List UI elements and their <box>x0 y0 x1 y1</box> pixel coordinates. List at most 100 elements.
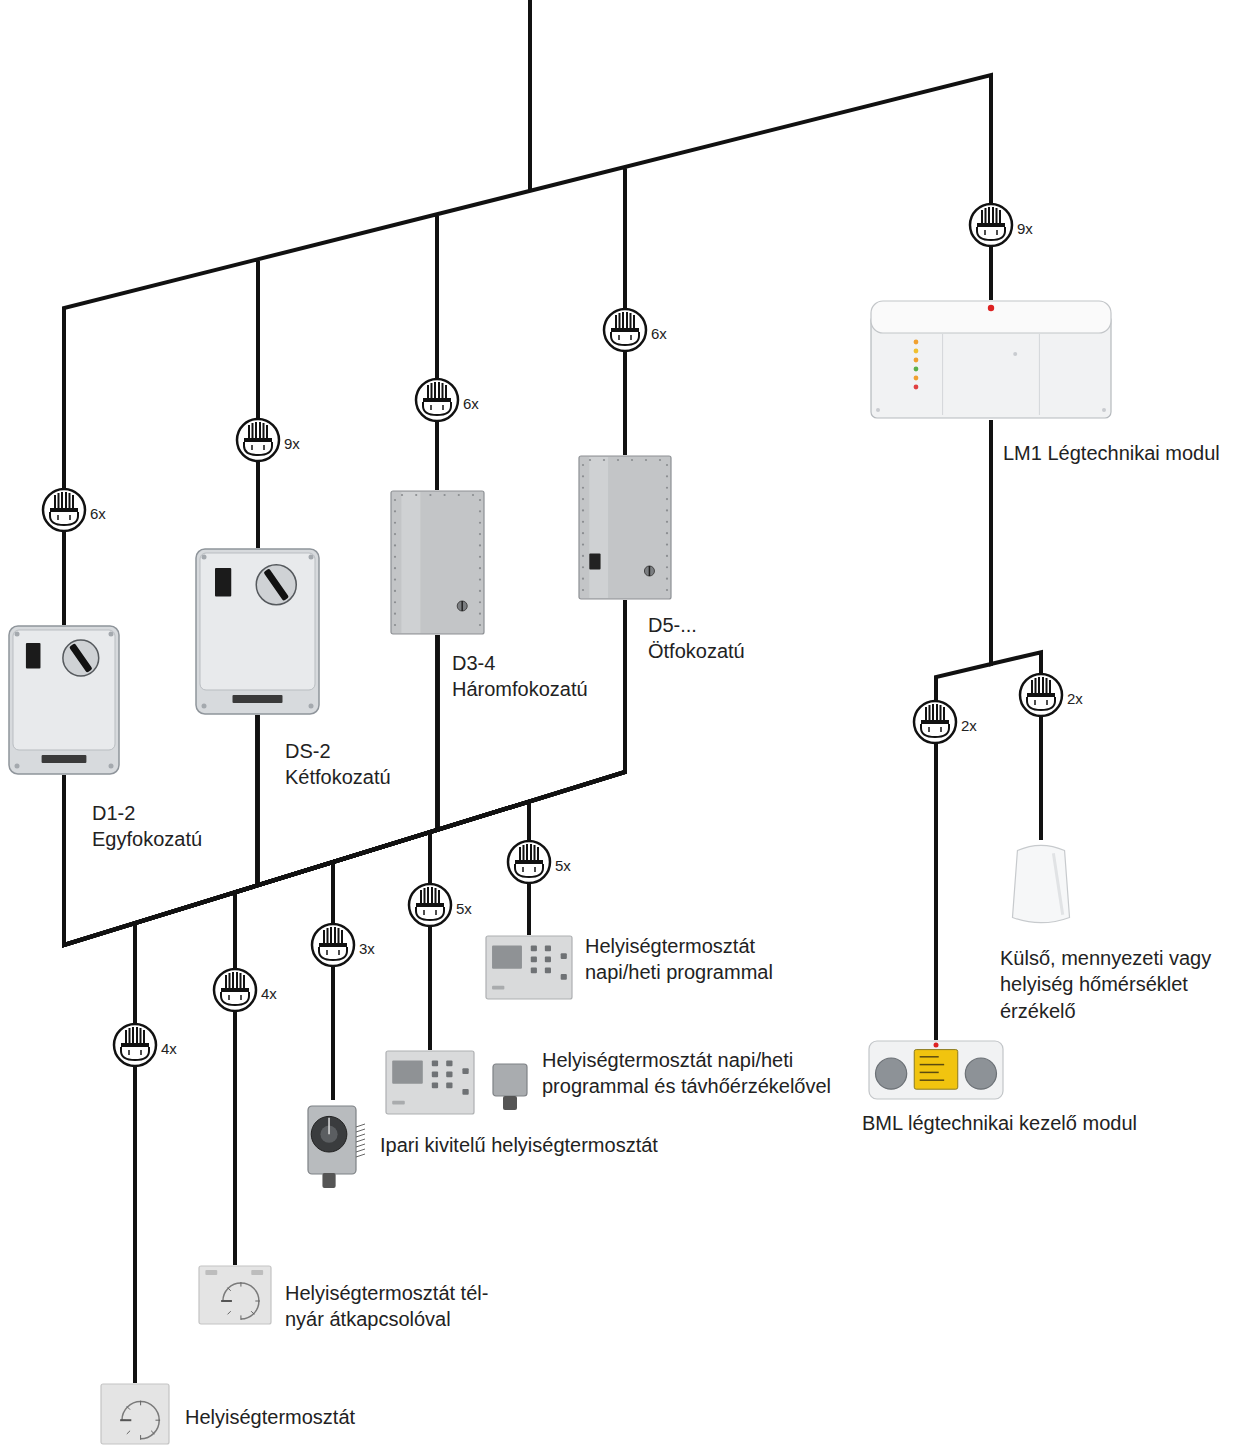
drawing-part <box>214 969 256 1011</box>
drawing-part <box>920 1079 944 1081</box>
connector-line <box>64 775 135 1383</box>
drawing-part <box>920 1072 939 1074</box>
drawing-part <box>561 974 567 980</box>
drawing-part <box>127 1431 130 1434</box>
drawing-part <box>531 968 537 974</box>
device-illustration <box>485 935 573 1000</box>
drawing-part <box>240 1315 241 1320</box>
drawing-part <box>392 1060 423 1083</box>
device-label: Ipari kivitelű helyiségtermosztát <box>380 1132 658 1158</box>
drawing-part <box>140 1401 141 1406</box>
device-label: LM1 Légtechnikai modul <box>1003 440 1220 466</box>
drawing-part <box>666 589 668 591</box>
wire-count: 4x <box>261 986 277 1001</box>
drawing-part <box>114 1024 156 1066</box>
drawing-part <box>42 755 87 763</box>
connector-line <box>333 600 625 1100</box>
drawing-part <box>240 1282 241 1287</box>
drawing-part <box>503 1096 517 1110</box>
drawing-part <box>914 349 919 354</box>
device-illustration <box>195 548 320 715</box>
drawing-part <box>479 590 481 592</box>
controller-box: D1-2 Egyfokozatú <box>8 625 120 775</box>
device-illustration <box>390 490 485 635</box>
drawing-part <box>479 533 481 535</box>
drawing-part <box>1039 334 1040 415</box>
drawing-part <box>914 701 956 743</box>
drawing-part <box>140 1435 141 1440</box>
device-label: BML légtechnikai kezelő modul <box>862 1110 1137 1136</box>
drawing-part <box>63 640 99 676</box>
wire-count: 9x <box>284 436 300 451</box>
drawing-part <box>479 578 481 580</box>
drawing-part <box>582 509 584 511</box>
drawing-part <box>869 1041 1003 1099</box>
drawing-part <box>446 1071 452 1077</box>
drawing-part <box>415 494 417 496</box>
drawing-part <box>196 549 319 714</box>
drawing-part <box>458 494 460 496</box>
drawing-part <box>394 510 396 512</box>
drawing-part <box>914 376 919 381</box>
controller-box: DS-2 Kétfokozatú <box>195 548 320 715</box>
drawing-part <box>545 945 551 951</box>
drawing-part <box>15 632 20 637</box>
drawing-part <box>604 309 646 351</box>
drawing-part <box>391 491 484 634</box>
drawing-part <box>970 204 1012 246</box>
temperature-sensor: Külső, mennyezeti vagy helyiség hőmérsék… <box>1010 840 1072 928</box>
drawing-part <box>479 544 481 546</box>
drawing-part <box>988 305 994 311</box>
drawing-part <box>942 334 943 415</box>
device-label: D5-... Ötfokozatú <box>648 612 768 665</box>
drawing-part <box>394 522 396 524</box>
device-illustration <box>385 1050 475 1115</box>
drawing-part <box>492 945 522 968</box>
controller-box: D3-4 Háromfokozatú <box>390 490 485 635</box>
drawing-part <box>617 459 619 461</box>
drawing-part <box>914 1050 958 1090</box>
drawing-part <box>659 459 661 461</box>
drawing-part <box>666 521 668 523</box>
drawing-part <box>155 1420 160 1421</box>
drawing-part <box>508 841 550 883</box>
drawing-part <box>409 884 451 926</box>
drawing-part <box>492 986 504 990</box>
drawing-part <box>582 578 584 580</box>
device-label: Helyiségtermosztát napi/heti programmal <box>585 933 800 986</box>
program-thermostat: Helyiségtermosztát napi/heti programmal <box>485 935 573 1000</box>
drawing-part <box>462 1089 468 1095</box>
drawing-part <box>545 968 551 974</box>
drawing-part <box>394 499 396 501</box>
device-label: Külső, mennyezeti vagy helyiség hőmérsék… <box>1000 945 1232 1024</box>
drawing-part <box>1053 853 1062 915</box>
remote-probe <box>490 1060 530 1112</box>
drawing-part <box>649 566 651 576</box>
drawing-part <box>582 464 584 466</box>
drawing-part <box>356 1154 365 1157</box>
program-thermostat: Helyiségtermosztát napi/heti programmal … <box>385 1050 475 1115</box>
controller-box: D5-... Ötfokozatú <box>578 455 672 600</box>
drawing-part <box>120 1419 131 1421</box>
drawing-part <box>109 764 114 769</box>
connector-line <box>64 775 333 1100</box>
drawing-part <box>228 1311 231 1314</box>
drawing-part <box>205 1270 217 1275</box>
drawing-part <box>263 568 289 601</box>
drawing-part <box>582 589 584 591</box>
connector-line <box>258 715 530 935</box>
drawing-part <box>462 1068 468 1074</box>
drawing-part <box>386 1051 474 1114</box>
drawing-part <box>109 632 114 637</box>
drawing-part <box>876 1058 907 1089</box>
industrial-thermostat: Ipari kivitelű helyiségtermosztát <box>300 1100 366 1190</box>
drawing-part <box>582 487 584 489</box>
drawing-part <box>493 1064 527 1096</box>
drawing-part <box>582 475 584 477</box>
drawing-part <box>589 554 600 570</box>
drawing-part <box>13 630 115 750</box>
connector-line <box>991 420 1041 840</box>
drawing-part <box>920 1064 944 1066</box>
drawing-part <box>43 489 85 531</box>
